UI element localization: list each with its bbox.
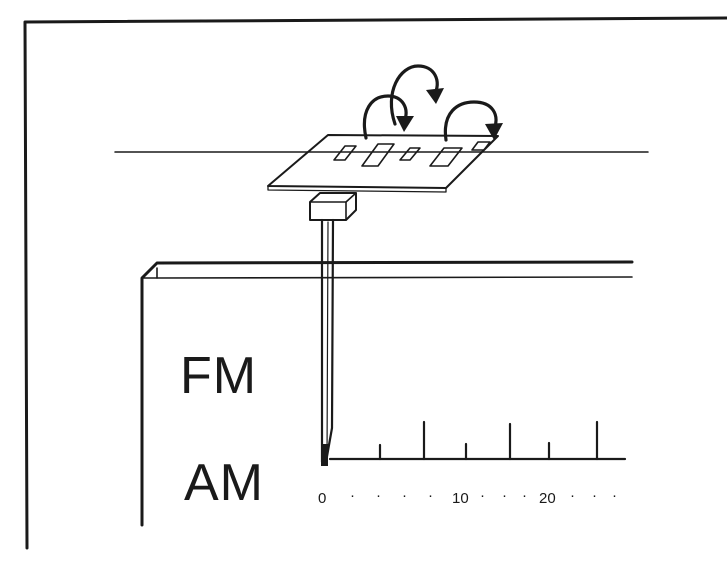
scale-dot: · bbox=[376, 487, 381, 504]
pointer-block bbox=[309, 192, 357, 221]
scale-dots: · · · · · · · · · · bbox=[350, 487, 617, 504]
clip-plate bbox=[267, 134, 499, 193]
picture-frame bbox=[23, 16, 727, 550]
scale-number: 0 bbox=[318, 490, 326, 507]
scale-dot: · bbox=[570, 487, 575, 504]
scale-number: 20 bbox=[539, 490, 556, 507]
scale-dot: · bbox=[350, 487, 355, 504]
dial-scale bbox=[328, 420, 627, 461]
motion-arrows bbox=[362, 64, 503, 142]
scale-dot: · bbox=[612, 487, 617, 504]
tuning-needle bbox=[320, 218, 335, 466]
scale-dot: · bbox=[480, 487, 485, 504]
scale-dot: · bbox=[502, 487, 507, 504]
scale-dot: · bbox=[522, 487, 527, 504]
scale-dot: · bbox=[592, 487, 597, 504]
scale-dot: · bbox=[402, 487, 407, 504]
radio-panel bbox=[140, 260, 634, 527]
scale-dot: · bbox=[428, 487, 433, 504]
fm-band-label: FM bbox=[180, 347, 257, 405]
scale-number: 10 bbox=[452, 490, 469, 507]
am-band-label: AM bbox=[184, 454, 264, 512]
